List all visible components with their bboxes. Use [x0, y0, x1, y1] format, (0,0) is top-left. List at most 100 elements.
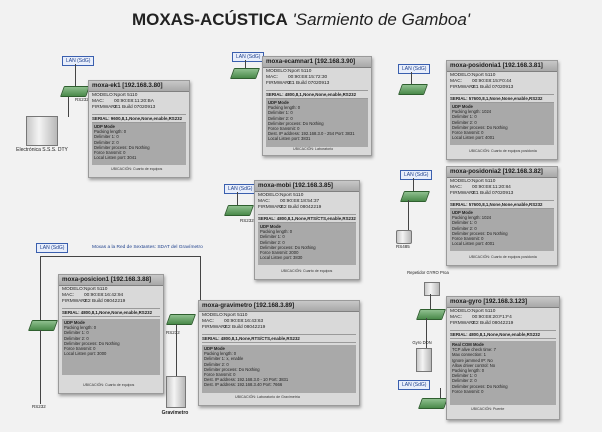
modelo-label: MODELO:	[450, 309, 473, 314]
ubicacion: UBICACIÓN: Cuarto de equipos	[111, 167, 162, 171]
serial-config: SERIAL: 57600,8,1,None,None,enable,RS232	[450, 94, 554, 103]
mode-config: UDP Mode Packing length: 0 Delimiter 1: …	[266, 99, 368, 147]
mode-line: Delimiter 1: 0	[260, 234, 285, 240]
ubicacion-label: UBICACIÓN:	[471, 407, 492, 411]
repetidor-gyro-device	[424, 282, 440, 296]
mode-line: Local Listen port: 3000	[64, 351, 107, 357]
moxa-ecamnar1-device	[229, 68, 261, 79]
serial-config: SERIAL: 4800,8,1,None,None,enable,RS232	[266, 90, 368, 99]
moxa-card-gyro: moxa-gyro [192.168.3.123] MODELO:Nport 5…	[446, 296, 560, 420]
mac-label: MAC:	[266, 75, 278, 80]
gravimetro-note: Moxas a la Red de Sextantes: SDAT del Gr…	[92, 245, 203, 250]
mode-config: UDP Mode Packing length: 1024 Delimiter …	[450, 103, 554, 145]
rs485-device	[396, 230, 412, 244]
firmware-label: FIRMWARE:	[450, 321, 478, 326]
diagram-title: MOXAS-ACÚSTICA 'Sarmiento de Gamboa'	[0, 10, 602, 30]
card-info: MODELO:Nport 5110 MAC:00:90:E8:11:20:84 …	[450, 179, 513, 197]
mode-line: Delimiter 2: 0	[452, 119, 477, 125]
modelo-value: Nport 5110	[84, 287, 108, 292]
firmware-value: 2.2 Build 08042219	[224, 325, 266, 330]
firmware-value: 2.2 Build 08042219	[472, 321, 514, 326]
modelo-value: Nport 5110	[280, 193, 304, 198]
card-info: MODELO:Nport 5110 MAC:00:90:E8:20:F1:F4 …	[450, 309, 513, 327]
mode-line: Force transmit: 0	[94, 150, 126, 156]
modelo-label: MODELO:	[62, 287, 85, 292]
electronica-label: Electrónica S.S.S. DTY	[16, 147, 68, 153]
ubicacion-value: Cuarto de equipos	[104, 383, 135, 387]
mode-line: Allow driver control: No	[452, 362, 496, 368]
mode-line: Delimiter process: Do Nothing	[64, 340, 120, 346]
card-title: moxa-gravimetro [192.168.3.89]	[199, 301, 359, 312]
mode-line: UDP Mode	[452, 104, 473, 109]
lan-posidonia1: LAN (SdG)	[398, 64, 431, 74]
mode-line: Delimiter 2: 0	[94, 139, 119, 145]
ubicacion-value: Laboratorio de Gravimetría	[256, 395, 300, 399]
ubicacion: UBICACIÓN: Cuarto de equipos	[83, 383, 134, 387]
modelo-label: MODELO:	[202, 313, 225, 318]
mode-line: UDP Mode	[452, 210, 473, 215]
mode-line: Delimiter 2: 0	[268, 115, 293, 121]
mode-line: Force transmit: 0	[64, 346, 96, 352]
wire-ek1-lan	[75, 64, 76, 86]
moxa-card-posicion1: moxa-posicion1 [192.168.3.88] MODELO:Npo…	[58, 274, 164, 394]
wire-bus	[40, 256, 200, 257]
mode-line: Delimiter 2: 0	[204, 361, 229, 367]
mode-line: UDP Mode	[260, 224, 281, 229]
firmware-label: FIRMWARE:	[266, 81, 294, 86]
wire-gyro-rs	[426, 318, 427, 368]
firmware-value: 2.1 Build 07020913	[472, 85, 514, 90]
mac-value: 00:90:E8:16:42:94	[84, 293, 124, 298]
repetidor-gyro-label: Repetidor GYRO Proa	[407, 270, 449, 275]
card-info: MODELO:Nport 5110 MAC:00:90:E8:15:72:30 …	[266, 69, 329, 87]
mode-line: Delimiter 1: 0	[268, 110, 293, 116]
mac-label: MAC:	[92, 99, 104, 104]
mode-line: Packing length: 1024	[452, 109, 492, 115]
moxa-posicion1-device	[27, 320, 59, 331]
port-label: RS232	[32, 404, 46, 409]
ubicacion-label: UBICACIÓN:	[83, 383, 104, 387]
modelo-label: MODELO:	[450, 179, 473, 184]
modelo-value: Nport 5110	[288, 69, 312, 74]
firmware-value: 2.1 Build 07020913	[114, 105, 156, 110]
mode-line: Delimiter process: Do Nothing	[452, 124, 508, 130]
mode-line: UDP Mode	[94, 124, 115, 129]
mode-line: Delimiter process: Do Nothing	[260, 244, 316, 250]
ubicacion-label: UBICACIÓN:	[281, 269, 302, 273]
mode-line: Local Listen port: 4001	[452, 241, 495, 247]
lan-mobi: LAN (SdG)	[224, 184, 257, 194]
card-title: moxa-posidonia1 [192.168.3.81]	[447, 61, 557, 72]
mac-label: MAC:	[450, 315, 462, 320]
wire-mobi-lan	[237, 192, 238, 206]
firmware-label: FIRMWARE:	[62, 299, 90, 304]
ubicacion-value: Cuarto de equipos	[132, 167, 163, 171]
mode-config: UDP Mode Packing length: 0 Delimiter 1: …	[92, 123, 186, 165]
wire-gyro-lan	[440, 388, 441, 400]
firmware-label: FIRMWARE:	[450, 191, 478, 196]
mode-line: Max connection: 1	[452, 352, 486, 358]
moxa-posidonia1-device	[397, 84, 429, 95]
mac-value: 00:90:E8:11:20:BA	[114, 99, 154, 104]
card-title: moxa-ecamnar1 [192.168.3.90]	[263, 57, 371, 68]
lan-gyro: LAN (SdG)	[398, 380, 431, 390]
rs485-device-label: RS485	[396, 244, 410, 249]
firmware-value: 2.2 Build 08042219	[280, 205, 322, 210]
mode-line: Delimiter 2: 0	[64, 335, 89, 341]
card-title: moxa-posicion1 [192.168.3.88]	[59, 275, 163, 286]
mode-line: Packing length: 0	[452, 368, 485, 374]
mode-line: UDP Mode	[64, 320, 85, 325]
card-info: MODELO:Nport 5110 MAC:00:90:E8:15:F0:44 …	[450, 73, 513, 91]
mode-line: Local Listen port: 4001	[452, 135, 495, 141]
wire-posidonia2-lan	[413, 178, 414, 192]
ubicacion-value: Cuarto de equipos posidonia	[490, 255, 537, 259]
mac-label: MAC:	[258, 199, 270, 204]
modelo-value: Nport 5110	[224, 313, 248, 318]
card-title: moxa-ek1 [192.168.3.80]	[89, 81, 189, 92]
ubicacion-label: UBICACIÓN:	[235, 395, 256, 399]
mode-line: Delimiter process: Do Nothing	[204, 366, 260, 372]
wire-posidonia2-rs	[408, 200, 409, 230]
mac-label: MAC:	[202, 319, 214, 324]
moxa-card-ecamnar1: moxa-ecamnar1 [192.168.3.90] MODELO:Npor…	[262, 56, 372, 156]
moxa-gyro-device	[415, 309, 447, 320]
mode-line: Delimiter 1: 0	[94, 134, 119, 140]
card-info: MODELO:Nport 5110 MAC:00:90:E8:18:54:37 …	[258, 193, 321, 211]
